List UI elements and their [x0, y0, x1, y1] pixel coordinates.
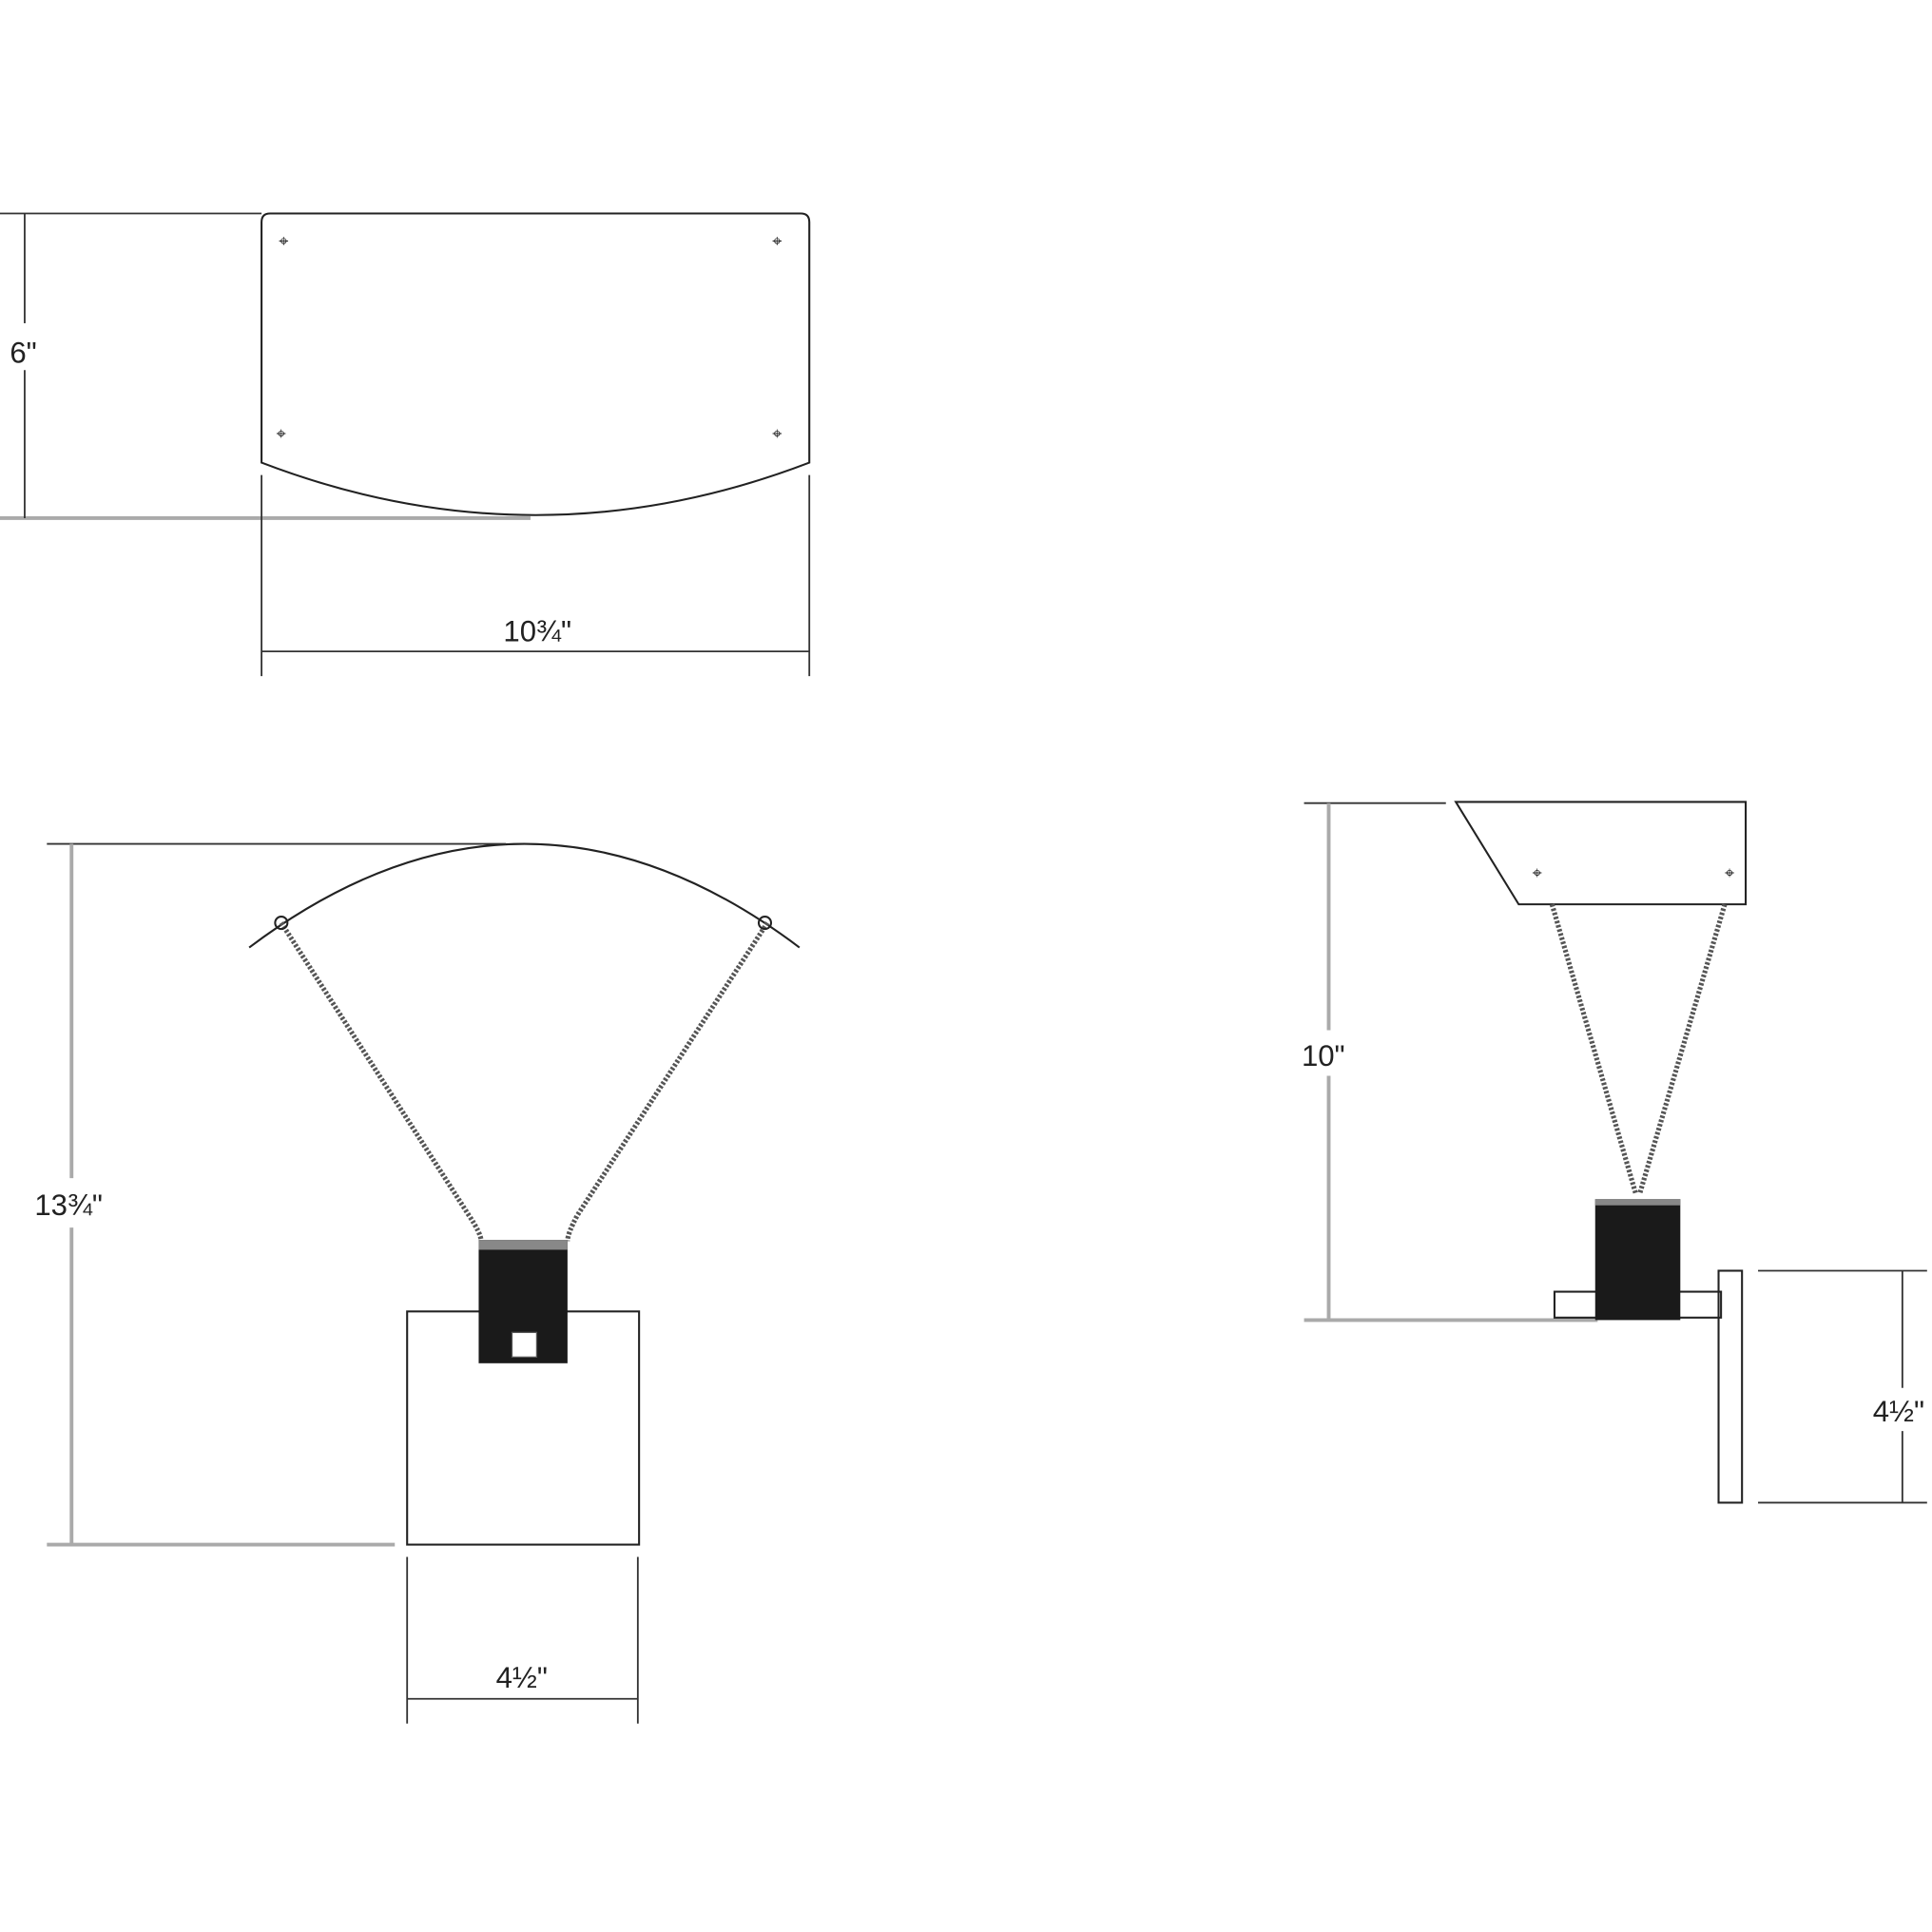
- side-view: ⌖ ⌖ 10" 4½": [1302, 801, 1927, 1504]
- width-dimension-label: 10¾": [503, 615, 571, 648]
- svg-text:⌖: ⌖: [277, 424, 286, 443]
- svg-text:⌖: ⌖: [772, 232, 782, 251]
- extension-dimension-label: 10": [1302, 1039, 1345, 1072]
- shade-arc: [248, 842, 801, 949]
- left-support-rod: [279, 921, 484, 1242]
- side-rod-right: [1636, 903, 1728, 1195]
- shade-side: [1454, 801, 1748, 906]
- side-socket: [1594, 1199, 1681, 1321]
- side-rod-left: [1549, 903, 1639, 1195]
- right-support-rod: [565, 921, 770, 1242]
- front-view: 13¾" 4½": [34, 842, 801, 1724]
- top-view: ⌖ ⌖ ⌖ ⌖ 6" 10¾": [0, 212, 811, 677]
- height-dimension-label: 13¾": [34, 1188, 103, 1222]
- backplate-height-label: 4½": [1873, 1395, 1924, 1428]
- shade-top-outline: [261, 212, 811, 516]
- switch: [511, 1331, 538, 1358]
- side-backplate: [1717, 1269, 1744, 1504]
- svg-text:⌖: ⌖: [279, 232, 288, 251]
- mounting-screws: ⌖ ⌖ ⌖ ⌖: [277, 232, 782, 443]
- svg-text:⌖: ⌖: [772, 424, 782, 443]
- depth-dimension-label: 6": [10, 336, 36, 369]
- svg-text:⌖: ⌖: [1533, 863, 1542, 882]
- svg-text:⌖: ⌖: [1725, 863, 1734, 882]
- backplate-width-label: 4½": [496, 1661, 548, 1694]
